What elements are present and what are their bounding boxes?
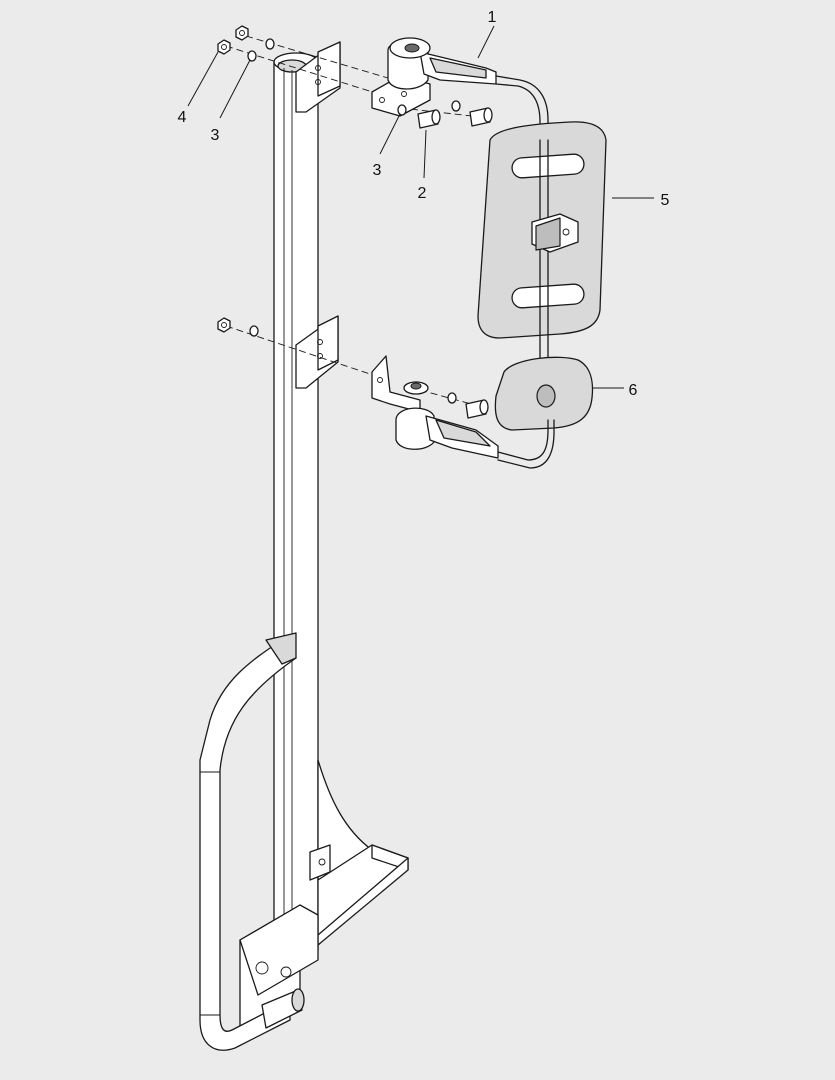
callout-5: 5	[661, 192, 670, 209]
upper-post-bracket	[295, 41, 341, 113]
hardware-upper-right	[397, 100, 493, 129]
callout-4: 4	[178, 109, 187, 126]
hardware-lower-right	[447, 392, 489, 419]
vertical-post	[273, 52, 319, 951]
callout-1: 1	[488, 9, 497, 26]
hardware-left-upper	[217, 25, 275, 62]
callout-3-upper-left: 3	[211, 127, 220, 144]
grab-handle	[199, 632, 305, 1051]
callout-3-upper-right: 3	[373, 162, 382, 179]
callout-6: 6	[629, 382, 638, 399]
hardware-left-lower	[217, 317, 259, 337]
spot-mirror	[494, 356, 594, 431]
callout-leaders	[187, 25, 654, 389]
lower-mirror-arm	[371, 355, 555, 469]
upper-mirror-arm	[371, 37, 549, 141]
middle-post-bracket	[295, 315, 339, 389]
mirror-clamp	[531, 213, 579, 253]
callout-2: 2	[418, 185, 427, 202]
assembly-axis-lines	[225, 35, 491, 409]
